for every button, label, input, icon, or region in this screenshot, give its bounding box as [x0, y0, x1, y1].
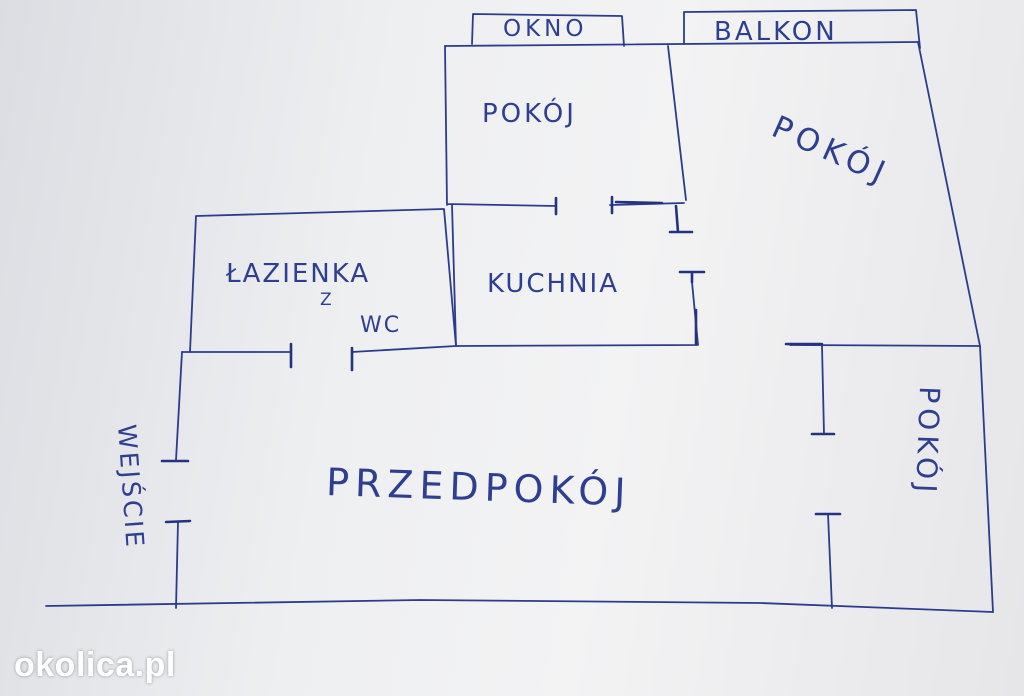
bathroom-door — [289, 342, 354, 372]
label-balcony: BALKON — [714, 17, 838, 47]
label-bathroom-wc: WC — [360, 313, 401, 338]
watermark-logo: okolica.pl — [14, 646, 176, 684]
door-room-top — [554, 195, 694, 234]
label-hallway: PRZEDPOKÓJ — [325, 460, 632, 515]
label-kitchen: KUCHNIA — [487, 269, 619, 299]
right-room-door — [784, 342, 842, 516]
hallway-left-wall — [175, 351, 183, 609]
label-room-right-bottom: POKÓJ — [909, 386, 947, 498]
bottom-wall — [45, 599, 994, 613]
label-bathroom: ŁAZIENKA — [225, 259, 370, 289]
room-top-left-walls — [444, 45, 687, 207]
hallway-top-wall — [181, 345, 457, 353]
label-entrance: WEJŚCIE — [112, 423, 151, 550]
label-room-top: POKÓJ — [482, 97, 577, 129]
kitchen-door — [678, 270, 706, 346]
top-wall — [444, 41, 919, 47]
bathroom-walls — [189, 208, 457, 353]
window-box — [471, 13, 625, 47]
balcony-box — [683, 9, 921, 49]
right-wall — [917, 41, 994, 613]
entrance-door — [160, 459, 192, 524]
label-room-right-top: POKÓJ — [767, 108, 896, 193]
hallway-right-wall — [821, 345, 833, 609]
label-window: OKNO — [503, 16, 588, 42]
label-bathroom-z: Z — [320, 290, 332, 310]
